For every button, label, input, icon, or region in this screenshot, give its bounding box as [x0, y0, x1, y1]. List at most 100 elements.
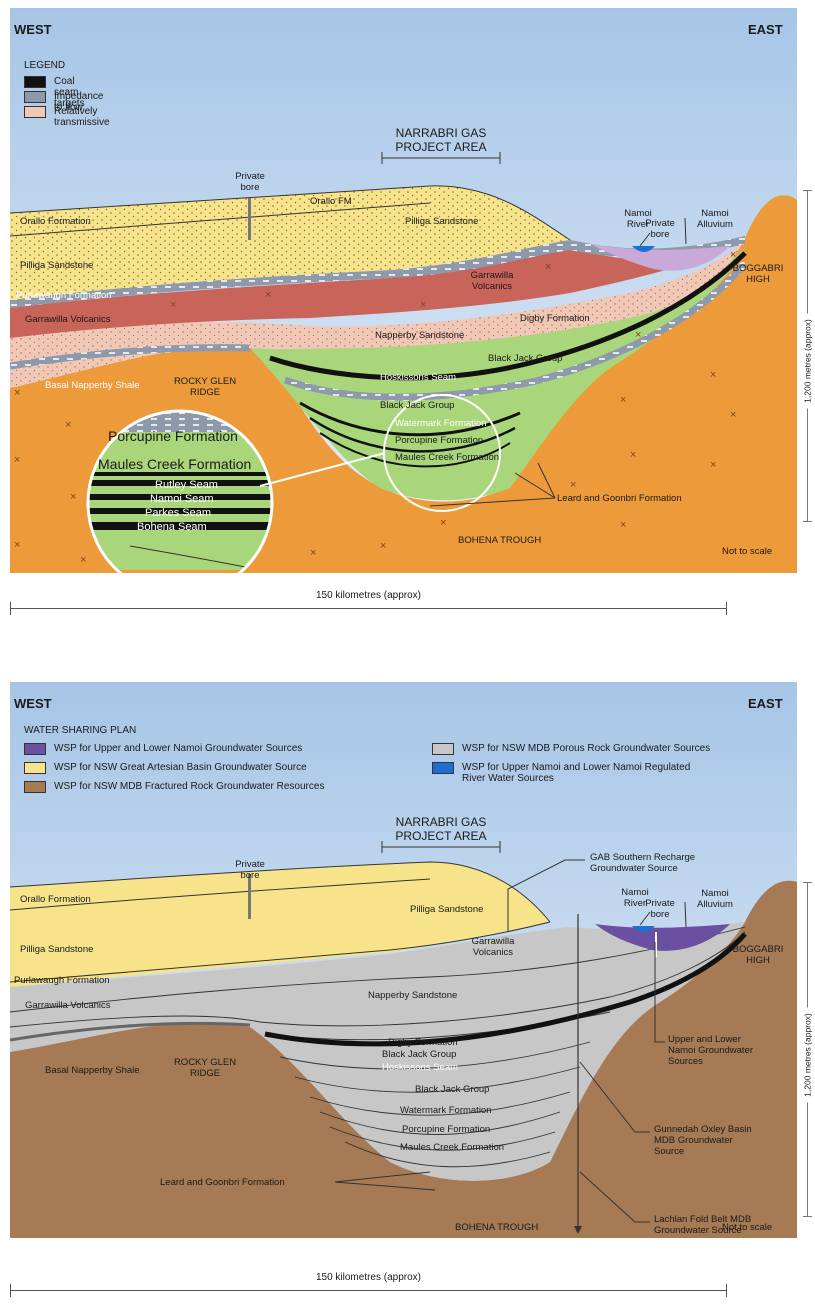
svg-text:×: × — [380, 540, 386, 552]
purlawaugh-label: Purlawaugh Formation — [16, 290, 112, 301]
svg-text:×: × — [80, 554, 86, 566]
black-jack-lower-label: Black Jack Group — [380, 400, 455, 411]
orallo-formation-label: Orallo Formation — [20, 894, 91, 905]
namoi-groundwater-swatch — [24, 743, 46, 755]
svg-text:×: × — [710, 459, 716, 471]
maules-label: Maules Creek Formation — [400, 1142, 505, 1153]
pilliga-east-label: Pilliga Sandstone — [405, 216, 479, 227]
svg-text:×: × — [310, 547, 316, 559]
svg-text:×: × — [440, 517, 446, 529]
legend-item: WSP for Upper Namoi and Lower Namoi Regu… — [432, 762, 792, 786]
svg-text:×: × — [14, 539, 20, 551]
regulated-river-swatch — [432, 762, 454, 774]
svg-text:×: × — [730, 249, 736, 261]
vertical-scale-bar: 1,200 metres (approx) — [800, 190, 814, 522]
vertical-scale-label: 1,200 metres (approx) — [802, 1007, 813, 1102]
orallo-fm-label: Orallo FM — [310, 196, 352, 207]
legend-label: WSP for Upper Namoi and Lower Namoi Regu… — [462, 762, 691, 784]
vertical-scale-label: 1,200 metres (approx) — [802, 313, 813, 409]
porous-rock-swatch — [432, 743, 454, 755]
svg-text:×: × — [14, 387, 20, 399]
svg-text:×: × — [635, 329, 641, 341]
svg-text:×: × — [70, 491, 76, 503]
legend-item: WSP for NSW MDB Porous Rock Groundwater … — [432, 743, 792, 762]
watermark-label: Watermark Formation — [400, 1105, 492, 1116]
pilliga-west-label: Pilliga Sandstone — [20, 260, 94, 271]
digby-label: Digby Formation — [520, 313, 590, 324]
geological-cross-section-panel: ×××× ×××× ×××× ×××× ×××× ×× — [10, 8, 797, 573]
basal-napperby-label: Basal Napperby Shale — [45, 380, 140, 391]
porcupine-label: Porcupine Formation — [395, 435, 484, 446]
leard-goonbri-label: Leard and Goonbri Formation — [160, 1177, 285, 1188]
maules-label: Maules Creek Formation — [395, 452, 500, 463]
inset-parkes-seam: Parkes Seam — [145, 507, 212, 519]
napperby-label: Napperby Sandstone — [368, 990, 458, 1001]
legend-label: Impedance to flow — [54, 91, 104, 113]
wsp-legend-right: WSP for NSW MDB Porous Rock Groundwater … — [432, 743, 792, 786]
not-to-scale-label: Not to scale — [722, 1222, 773, 1233]
west-label: WEST — [14, 696, 52, 711]
svg-text:×: × — [170, 299, 176, 311]
cross-section-drawing: ×××× ×××× ×××× ×××× ×××× ×× — [10, 8, 797, 573]
legend-item: WSP for NSW Great Artesian Basin Groundw… — [24, 762, 424, 781]
garrawilla-west-label: Garrawilla Volcanics — [25, 1000, 111, 1011]
bohena-trough-label: BOHENA TROUGH — [455, 1222, 539, 1233]
impedance-swatch — [24, 91, 46, 103]
inset-maules: Maules Creek Formation — [98, 456, 252, 472]
legend-title: LEGEND — [24, 60, 66, 71]
svg-text:×: × — [570, 479, 576, 491]
fractured-rock-swatch — [24, 781, 46, 793]
basal-napperby-label: Basal Napperby Shale — [45, 1065, 140, 1076]
svg-text:×: × — [630, 449, 636, 461]
digby-label: Digby Formation — [388, 1037, 458, 1048]
black-jack-lower-label: Black Jack Group — [415, 1084, 490, 1095]
transmissive-swatch — [24, 106, 46, 118]
west-label: WEST — [14, 22, 52, 37]
not-to-scale-label: Not to scale — [722, 546, 773, 557]
coal-swatch — [24, 76, 46, 88]
garrawilla-west-label: Garrawilla Volcanics — [25, 314, 111, 325]
leard-goonbri-label: Leard and Goonbri Formation — [557, 493, 682, 504]
legend-label: WSP for NSW MDB Fractured Rock Groundwat… — [54, 781, 325, 792]
water-sharing-cross-section-panel: WEST EAST WATER SHARING PLAN WSP for Upp… — [10, 682, 797, 1238]
watermark-label: Watermark Formation — [395, 418, 487, 429]
legend-label: WSP for NSW MDB Porous Rock Groundwater … — [462, 743, 711, 754]
svg-text:×: × — [14, 454, 20, 466]
svg-text:×: × — [710, 369, 716, 381]
wsp-legend-title: WATER SHARING PLAN — [24, 725, 137, 736]
pilliga-west-label: Pilliga Sandstone — [20, 944, 94, 955]
horizontal-scale-bar: 150 kilometres (approx) — [10, 590, 727, 615]
porcupine-label: Porcupine Formation — [402, 1124, 491, 1135]
bohena-trough-label: BOHENA TROUGH — [458, 535, 542, 546]
wsp-legend-left: WSP for Upper and Lower Namoi Groundwate… — [24, 743, 424, 800]
purlawaugh-label: Purlawaugh Formation — [14, 975, 110, 986]
svg-text:×: × — [420, 299, 426, 311]
hoskissons-label: Hoskissons Seam — [380, 372, 457, 383]
inset-porcupine: Porcupine Formation — [108, 428, 238, 444]
svg-text:×: × — [265, 289, 271, 301]
water-sharing-drawing — [10, 682, 797, 1238]
inset-namoi-seam: Namoi Seam — [150, 493, 214, 505]
legend-label: Relatively transmissive — [54, 106, 110, 128]
black-jack-upper-label: Black Jack Group — [382, 1049, 457, 1060]
horizontal-scale-bar: 150 kilometres (approx) — [10, 1272, 727, 1297]
svg-text:×: × — [65, 419, 71, 431]
legend-label: Coal seam targets — [54, 76, 85, 109]
svg-text:×: × — [545, 261, 551, 273]
legend-item: WSP for NSW MDB Fractured Rock Groundwat… — [24, 781, 424, 800]
